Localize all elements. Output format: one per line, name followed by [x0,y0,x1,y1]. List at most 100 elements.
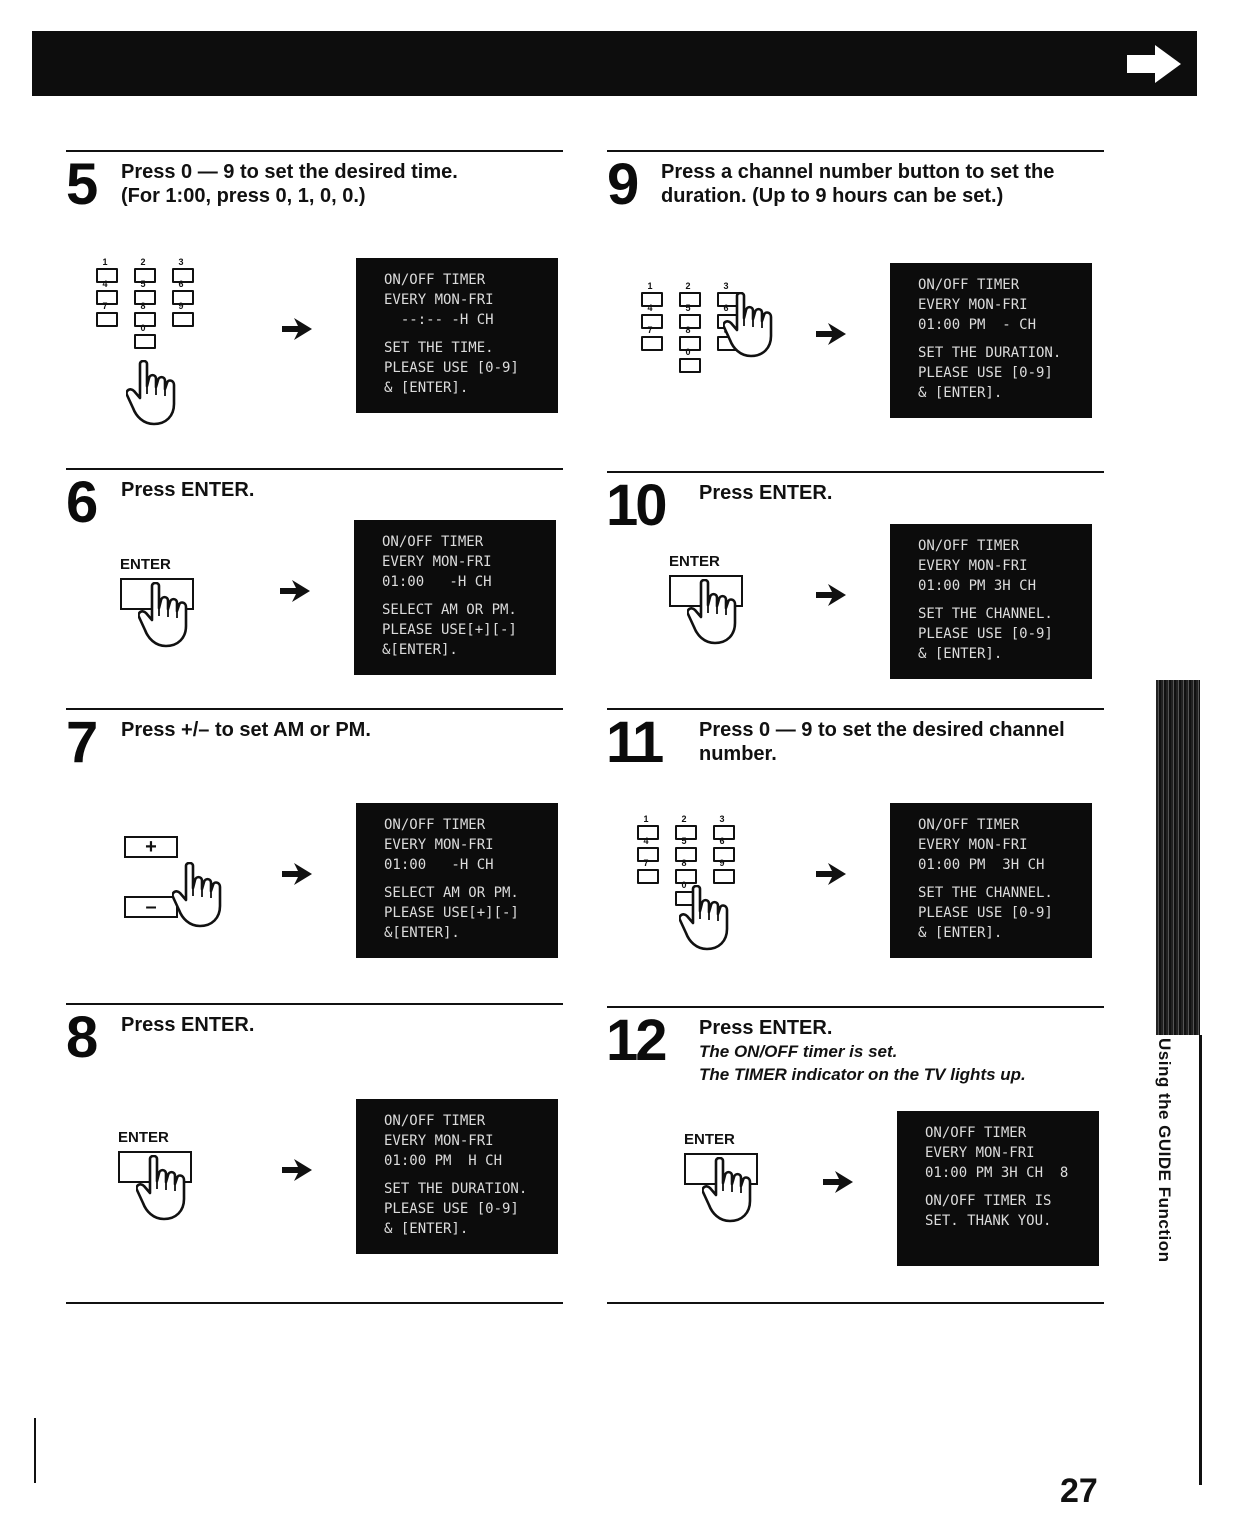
key-number-label: 4 [102,279,108,289]
screen-line: ON/OFF TIMER [918,817,1020,833]
number-key-2[interactable] [134,268,156,283]
screen-gap [918,335,1078,343]
screen-line: EVERY MON-FRI [382,554,492,570]
screen-line: & [ENTER]. [918,385,1003,401]
pointing-hand-icon [138,582,188,648]
key-number-label: 9 [178,301,184,311]
pointing-hand-icon [723,292,773,358]
screen-line: ON/OFF TIMER [384,817,486,833]
key-number-label: 2 [681,814,687,824]
result-arrow-icon [282,863,312,885]
number-key-5[interactable] [675,847,697,862]
number-key-9[interactable] [172,312,194,327]
step-instruction: Press ENTER. [121,479,255,501]
screen-line: EVERY MON-FRI [384,1133,494,1149]
key-number-label: 2 [140,257,146,267]
number-key-0[interactable] [679,358,701,373]
key-number-label: 5 [681,836,687,846]
enter-button[interactable]: ENTER [118,556,208,666]
key-number-label: 0 [140,323,146,333]
screen-line: EVERY MON-FRI [384,292,494,308]
step-instruction: Press +/– to set AM or PM. [121,719,371,741]
result-arrow-icon [280,580,310,602]
key-number-label: 3 [719,814,725,824]
number-key-1[interactable] [641,292,663,307]
key-number-label: 8 [140,301,146,311]
number-key-7[interactable] [641,336,663,351]
enter-button[interactable]: ENTER [116,1129,206,1239]
screen-gap [382,592,542,600]
step-rule [607,150,1104,152]
enter-button-label: ENTER [669,553,720,570]
number-key-3[interactable] [172,268,194,283]
screen-line: SET. THANK YOU. [925,1213,1052,1229]
screen-line: SET THE TIME. [384,340,494,356]
key-number-label: 6 [178,279,184,289]
screen-line: PLEASE USE [0-9] [384,360,519,376]
step-instruction: Press ENTER. [121,1014,255,1036]
number-key-6[interactable] [713,847,735,862]
number-key-2[interactable] [679,292,701,307]
section-tab [1156,680,1200,1035]
screen-line: ON/OFF TIMER IS [925,1193,1052,1209]
number-key-4[interactable] [641,314,663,329]
result-arrow-icon [816,863,846,885]
screen-line: 01:00 PM 3H CH [918,578,1037,594]
number-key-3[interactable] [713,825,735,840]
key-number-label: 3 [178,257,184,267]
number-key-8[interactable] [134,312,156,327]
screen-line: EVERY MON-FRI [925,1145,1035,1161]
pointing-hand-icon [172,862,222,928]
screen-line: --:-- -H CH [384,312,494,328]
result-arrow-icon [816,584,846,606]
plus-button[interactable]: + [124,836,178,858]
number-key-7[interactable] [637,869,659,884]
step-instruction: Press 0 — 9 to set the desired time. (Fo… [121,161,458,207]
screen-line: PLEASE USE [0-9] [384,1201,519,1217]
number-key-8[interactable] [679,336,701,351]
number-key-1[interactable] [96,268,118,283]
number-key-5[interactable] [679,314,701,329]
screen-line: 01:00 PM H CH [384,1153,503,1169]
enter-button-label: ENTER [684,1131,735,1148]
key-number-label: 5 [685,303,691,313]
step-instruction: Press ENTER. [699,482,833,504]
step-instruction: Press 0 — 9 to set the desired channel n… [699,719,1065,765]
key-number-label: 9 [719,858,725,868]
number-key-4[interactable] [96,290,118,305]
enter-button[interactable]: ENTER [682,1131,772,1241]
key-number-label: 1 [647,281,653,291]
screen-line: EVERY MON-FRI [918,297,1028,313]
number-key-5[interactable] [134,290,156,305]
number-key-7[interactable] [96,312,118,327]
number-key-9[interactable] [713,869,735,884]
number-key-4[interactable] [637,847,659,862]
screen-line: & [ENTER]. [384,380,469,396]
key-number-label: 7 [647,325,653,335]
result-arrow-icon [282,318,312,340]
page-number: 27 [1060,1472,1098,1510]
bottom-rule-right [607,1302,1104,1304]
step-number: 12 [606,1008,667,1073]
minus-button[interactable]: – [124,896,178,918]
step-rule [66,468,563,470]
screen-gap [384,875,544,883]
screen-line: SELECT AM OR PM. [382,602,517,618]
screen-line: 01:00 PM - CH [918,317,1037,333]
enter-button[interactable]: ENTER [667,553,757,663]
number-key-1[interactable] [637,825,659,840]
number-key-0[interactable] [134,334,156,349]
number-key-8[interactable] [675,869,697,884]
screen-gap [918,875,1078,883]
number-key-6[interactable] [172,290,194,305]
screen-line: ON/OFF TIMER [918,538,1020,554]
number-key-2[interactable] [675,825,697,840]
